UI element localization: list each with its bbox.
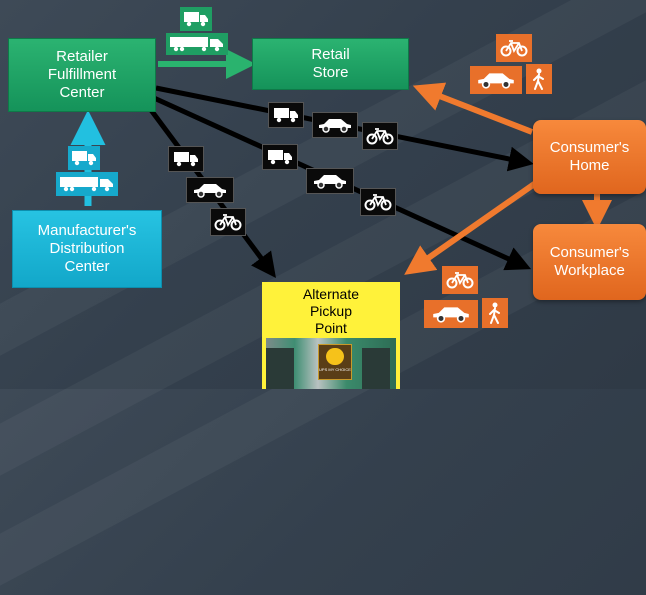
car-icon <box>424 300 478 328</box>
truck-icon <box>68 146 100 170</box>
car-icon <box>186 177 234 203</box>
retailer-fulfillment-center-label: Retailer Fulfillment Center <box>47 48 117 101</box>
bicycle-icon <box>210 208 246 236</box>
retail-store: Retail Store <box>252 38 409 90</box>
consumer-workplace-label: Consumer's Workplace <box>549 244 630 279</box>
truck-icon <box>262 144 298 170</box>
semi-truck-icon <box>166 33 228 55</box>
retail-store-label: Retail Store <box>311 46 350 81</box>
bicycle-icon <box>442 266 478 294</box>
bicycle-icon <box>360 188 396 216</box>
pedestrian-icon <box>482 298 508 328</box>
car-icon <box>470 66 522 94</box>
truck-icon <box>268 102 304 128</box>
bicycle-icon <box>496 34 532 62</box>
ups-my-choice-logo: UPS MY CHOICE <box>318 344 352 380</box>
alternate-pickup-point-label: Alternate Pickup Point <box>302 286 360 336</box>
consumer-home-label: Consumer's Home <box>549 139 630 174</box>
ups-badge-text: UPS MY CHOICE <box>319 367 351 372</box>
car-icon <box>306 168 354 194</box>
retailer-fulfillment-center: Retailer Fulfillment Center <box>8 38 156 112</box>
truck-icon <box>180 7 212 31</box>
manufacturer-distribution-center-label: Manufacturer's Distribution Center <box>37 222 137 275</box>
semi-truck-icon <box>56 172 118 196</box>
pickup-photo: UPS MY CHOICE <box>266 338 396 389</box>
manufacturer-distribution-center: Manufacturer's Distribution Center <box>12 210 162 288</box>
consumer-workplace: Consumer's Workplace <box>533 224 646 300</box>
arrow-home-to-pickup <box>404 177 542 275</box>
truck-icon <box>168 146 204 172</box>
arrow-home-to-store <box>412 82 534 135</box>
pedestrian-icon <box>526 64 552 94</box>
consumer-home: Consumer's Home <box>533 120 646 194</box>
car-icon <box>312 112 358 138</box>
bicycle-icon <box>362 122 398 150</box>
alternate-pickup-point: Alternate Pickup Point UPS MY CHOICE <box>262 282 400 389</box>
